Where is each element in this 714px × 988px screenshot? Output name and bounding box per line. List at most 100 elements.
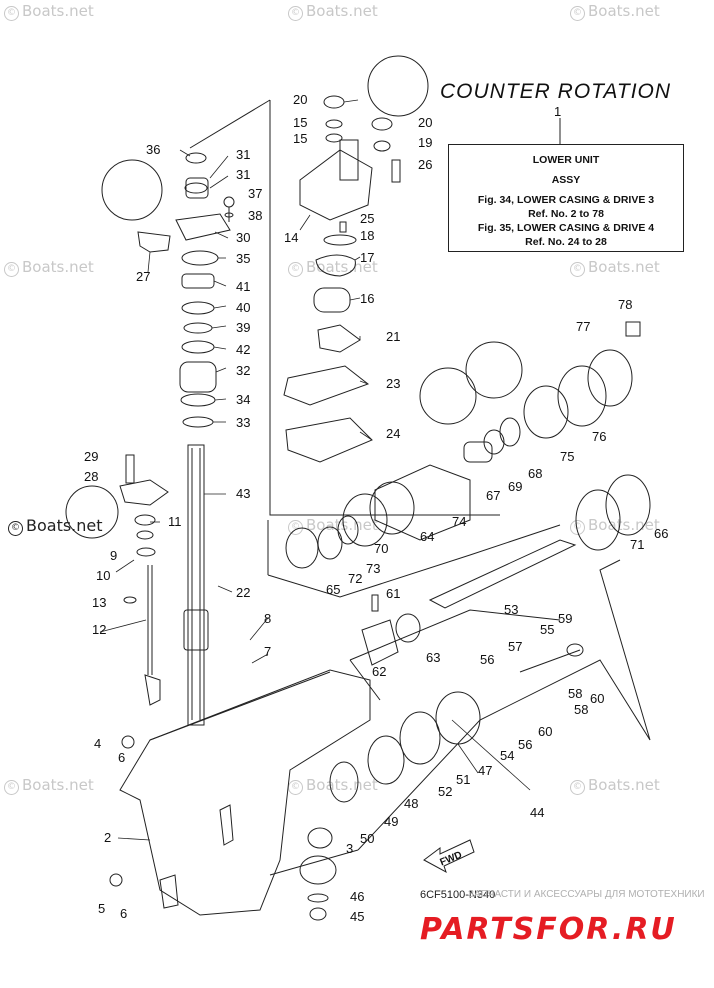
callout-number: 6 (118, 750, 125, 765)
impeller-21 (317, 324, 361, 353)
info-line: Ref. No. 24 to 28 (525, 236, 607, 248)
pinion-3 (307, 827, 333, 849)
callout-number: 9 (110, 548, 117, 563)
callout-number: 3 (346, 841, 353, 856)
dog-clutch-62 (361, 619, 399, 666)
seal-40 (181, 301, 215, 315)
callout-number: 67 (486, 488, 500, 503)
callout-number: 26 (418, 157, 432, 172)
seal-15b (325, 133, 343, 143)
callout-number: 76 (592, 429, 606, 444)
pin-25 (339, 221, 347, 233)
callout-number: 50 (360, 831, 374, 846)
callout-number: 56 (518, 737, 532, 752)
plunger-57 (519, 649, 581, 673)
bearing-76 (557, 365, 607, 427)
screw-4 (121, 735, 135, 749)
callout-number: 15 (293, 115, 307, 130)
callout-number: 68 (528, 466, 542, 481)
diagram-title: COUNTER ROTATION (440, 80, 672, 103)
info-line: ASSY (551, 174, 581, 186)
info-line: Fig. 35, LOWER CASING & DRIVE 4 (477, 222, 655, 234)
callout-number: 31 (236, 147, 250, 162)
washer-68 (499, 417, 521, 447)
callout-number: 75 (560, 449, 574, 464)
spring-55 (566, 643, 584, 657)
nut-45 (309, 907, 327, 921)
detail-circle (65, 485, 119, 539)
callout-number: 16 (360, 291, 374, 306)
callout-number: 60 (590, 691, 604, 706)
drawing-code: 6CF5100-N340 (420, 889, 496, 901)
callout-number: 36 (146, 142, 160, 157)
pump-tube (339, 139, 359, 181)
grommet-20 (323, 95, 345, 109)
group-frame (269, 100, 500, 516)
callout-number: 54 (500, 748, 514, 763)
washer-38 (224, 212, 234, 218)
callout-number: 58 (574, 702, 588, 717)
circlip-39 (183, 322, 213, 334)
callout-number: 57 (508, 639, 522, 654)
callout-number: 20 (293, 92, 307, 107)
brand-logo-text: PARTSFOR.RU (420, 912, 677, 947)
pump-housing-14 (299, 149, 373, 221)
shim-75 (523, 385, 569, 439)
callout-number: 21 (386, 329, 400, 344)
bearing-41 (181, 273, 215, 289)
callout-number: 60 (538, 724, 552, 739)
callout-number: 61 (386, 586, 400, 601)
bearing-52 (367, 735, 405, 785)
shift-cam (144, 674, 161, 706)
insert-16 (313, 287, 351, 313)
ring-9 (136, 530, 154, 540)
callout-number: 6 (120, 906, 127, 921)
callout-number: 53 (504, 602, 518, 617)
anode-slot (159, 874, 179, 909)
callout-number: 64 (420, 529, 434, 544)
info-line: LOWER UNIT (532, 154, 600, 166)
bearing-47 (435, 691, 481, 745)
callout-number: 37 (248, 186, 262, 201)
bushing-31 (185, 177, 209, 199)
group-frame (357, 559, 651, 851)
gasket-24 (285, 417, 373, 463)
casing-slot (219, 804, 234, 846)
frame-line (269, 849, 359, 876)
shim-51 (399, 711, 441, 765)
frame-line (189, 99, 271, 149)
bolt-78 (625, 321, 641, 337)
bearing-65 (285, 527, 319, 569)
screw-5 (109, 873, 123, 887)
callout-number: 18 (360, 228, 374, 243)
housing-face (369, 481, 415, 535)
callout-number: 14 (284, 230, 298, 245)
callout-number: 17 (360, 250, 374, 265)
callout-number: 66 (654, 526, 668, 541)
callout-number: 10 (96, 568, 110, 583)
ring-77 (587, 349, 633, 407)
callout-number: 65 (326, 582, 340, 597)
callout-number: 5 (98, 901, 105, 916)
callout-number: 48 (404, 796, 418, 811)
callout-number: 74 (452, 514, 466, 529)
spring-63 (395, 613, 421, 643)
callout-number: 72 (348, 571, 362, 586)
seal-42 (181, 340, 215, 354)
washer-46 (307, 893, 329, 903)
bearing-67 (463, 441, 493, 463)
callout-number: 1 (554, 104, 561, 119)
casing-edge (149, 671, 331, 741)
callout-number: 71 (630, 537, 644, 552)
callout-number: 2 (104, 830, 111, 845)
watermark-footer-text: ЗАПЧАСТИ И АКСЕССУАРЫ ДЛЯ МОТОТЕХНИКИ (468, 889, 705, 900)
bolt-37 (223, 196, 235, 208)
callout-number: 43 (236, 486, 250, 501)
callout-number: 4 (94, 736, 101, 751)
housing-64 (374, 464, 471, 541)
seal-36 (185, 152, 207, 164)
group-frame (349, 609, 561, 661)
bolt-29 (125, 454, 135, 484)
callout-number: 12 (92, 622, 106, 637)
